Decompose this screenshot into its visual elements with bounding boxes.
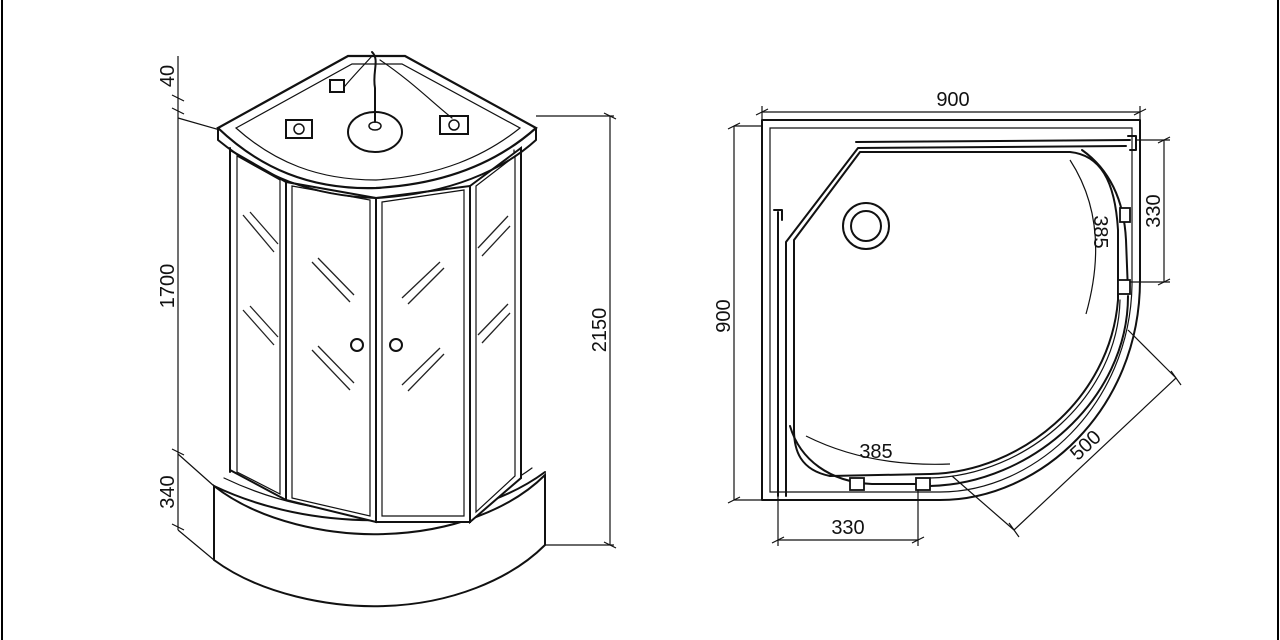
dim-roof-height: 40 [157, 65, 179, 87]
right-door-panel [375, 184, 471, 523]
plan-bottom-door-arc [789, 425, 931, 485]
left-door-handle [350, 338, 364, 352]
plan-dim-arc-bottom [805, 435, 951, 465]
dim-plan-door-right: 385 [1089, 215, 1111, 248]
right-glass-panel [469, 146, 522, 525]
dim-plan-depth: 900 [713, 299, 735, 332]
dim-total-height: 2150 [589, 308, 611, 353]
roof-wiring-light [379, 59, 453, 119]
right-door-handle [389, 338, 403, 352]
dim-plan-bottom-panel: 330 [831, 517, 864, 539]
roof-wiring [344, 55, 373, 87]
roof-inner [234, 63, 522, 181]
ventilation-fan [285, 119, 313, 139]
plan-drain-inner [850, 210, 882, 242]
right-door-frame [381, 189, 465, 517]
dim-plan-door-bottom: 385 [859, 441, 892, 463]
rain-shower-head [347, 51, 403, 153]
dim-plan-right-panel: 330 [1143, 194, 1165, 227]
glass-reflections [242, 211, 511, 392]
right-panel-frame [475, 154, 516, 514]
plan-outer-outline [761, 119, 1141, 501]
plan-hinges [849, 207, 1131, 491]
plan-dim-bottom-330 [771, 490, 925, 546]
plan-door-track-inner [929, 299, 1121, 479]
plan-right-door-arc [1081, 149, 1129, 293]
plan-dim-right-330 [1130, 136, 1171, 286]
light-fixture [439, 115, 469, 135]
perspective-total-dimension [536, 112, 617, 549]
plan-dim-radius [951, 329, 1182, 538]
perspective-view: 40 1700 340 2150 [157, 51, 617, 608]
plan-dim-left [727, 122, 762, 504]
plan-wall-profile [777, 135, 1137, 497]
dim-cabin-height: 1700 [157, 264, 179, 309]
perspective-dimensions [171, 56, 221, 561]
plan-dim-arc-right [1069, 159, 1097, 315]
plan-dim-top [755, 106, 1147, 120]
plan-door-track-outer [929, 295, 1129, 487]
roof-front-edge [217, 127, 537, 199]
plan-outer-inner [769, 127, 1133, 493]
dim-plan-width: 900 [936, 89, 969, 111]
dim-tray-height: 340 [157, 475, 179, 508]
plan-view: 900 900 330 385 385 [713, 89, 1182, 546]
plan-corner-cap [773, 209, 783, 221]
roof-junction-box [329, 79, 345, 93]
left-glass-panel [229, 148, 287, 502]
left-door-panel [285, 180, 377, 524]
